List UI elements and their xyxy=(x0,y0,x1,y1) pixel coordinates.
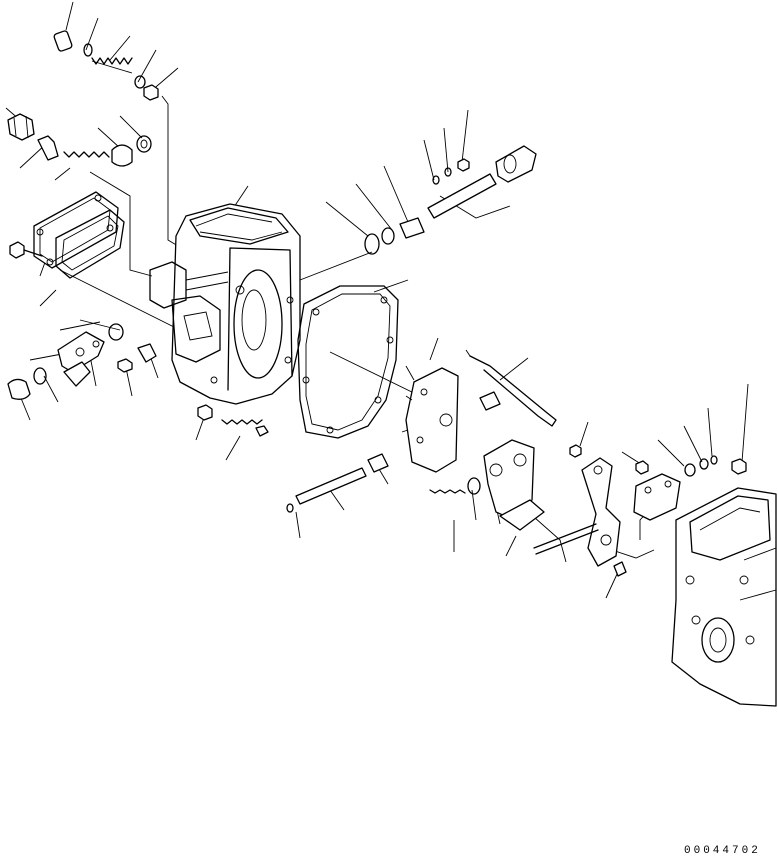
long-bolt xyxy=(221,419,269,437)
gasket-left xyxy=(55,209,125,279)
bolt-small-left xyxy=(117,358,133,373)
lever-right xyxy=(581,457,621,567)
cover-right xyxy=(633,473,681,521)
bracket-small xyxy=(137,343,157,363)
figure-code: 00044702 xyxy=(684,845,761,857)
sleeve-center xyxy=(367,453,389,473)
washer-top xyxy=(83,43,93,57)
bolt-right-small xyxy=(569,444,582,458)
small-nut-upper xyxy=(432,158,470,185)
lever-assembly-left xyxy=(57,331,105,387)
spring-left xyxy=(63,151,110,158)
link-wire xyxy=(465,349,557,427)
cap-left xyxy=(111,144,133,167)
shaft-upper xyxy=(427,173,497,219)
plug-cap-top xyxy=(53,30,73,52)
engine-block xyxy=(671,487,777,707)
o-ring-top xyxy=(134,75,146,89)
sleeve-upper xyxy=(399,217,425,239)
nut-top xyxy=(143,84,159,101)
control-plate xyxy=(401,367,459,473)
o-ring-large xyxy=(364,233,380,255)
nut-lower xyxy=(197,404,213,421)
washer-center xyxy=(467,477,481,495)
cover-plate xyxy=(33,191,119,269)
solenoid xyxy=(495,145,537,183)
set-screw-right xyxy=(613,561,627,577)
bushing-left xyxy=(108,323,124,341)
o-ring-medium xyxy=(381,227,395,245)
bolt-right xyxy=(731,458,747,475)
spring-center xyxy=(429,489,466,494)
washers-right xyxy=(684,455,718,477)
bushing-center xyxy=(479,391,501,411)
pin-right xyxy=(533,523,599,555)
housing-gasket xyxy=(297,285,399,439)
bolt-left-upper xyxy=(37,135,59,161)
sensor-plug xyxy=(7,113,35,141)
nut-right xyxy=(635,460,649,475)
washer-left xyxy=(136,135,152,153)
shaft-lower xyxy=(286,467,367,513)
spring-top xyxy=(91,57,133,74)
bracket-center xyxy=(499,499,545,531)
governor-housing xyxy=(149,203,301,405)
bolt-cover xyxy=(9,241,43,259)
plug-left-lower xyxy=(7,367,47,400)
